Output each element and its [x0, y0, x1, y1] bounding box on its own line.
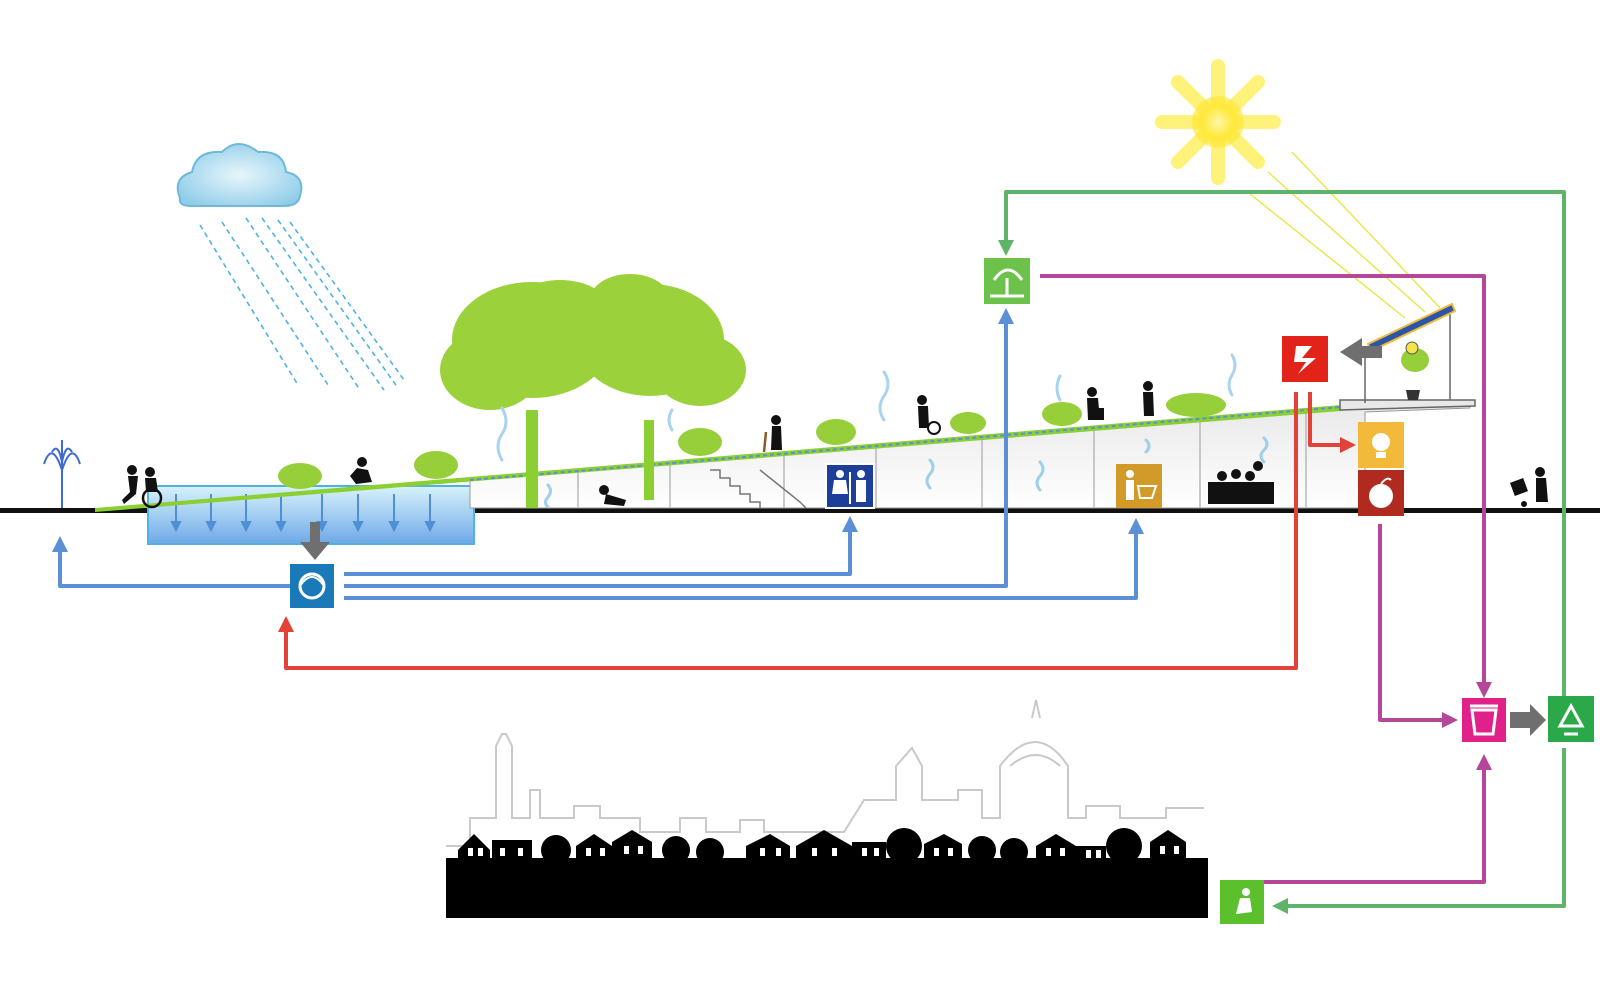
- green-roof: [95, 302, 1476, 512]
- recycle-icon: [1548, 696, 1594, 742]
- waste-arrowheads: [1442, 682, 1492, 770]
- lighting-icon: [1358, 422, 1404, 468]
- evaporation-arrows: [496, 353, 1237, 462]
- swing-child-icon: [599, 485, 626, 506]
- city-windows: [468, 846, 1179, 858]
- delivery-person-icon: [1510, 467, 1548, 507]
- waste-bin-icon: [1462, 698, 1506, 742]
- shrubs: [278, 348, 1429, 489]
- worker-person-icon: [1087, 387, 1104, 420]
- ground-line: [0, 508, 1600, 513]
- waste-flow-arrows: [1040, 274, 1486, 884]
- water-arrowheads: [52, 308, 1144, 552]
- gray-arrows: [300, 338, 1546, 736]
- power-icon: [1282, 336, 1328, 382]
- wheelchair-person-icon: [122, 465, 163, 509]
- water-flow-arrows: [58, 320, 1138, 600]
- energy-flow-arrows: [284, 392, 1344, 670]
- sunlight-rays: [1244, 151, 1441, 319]
- fountain-icon: [43, 440, 81, 508]
- gardener-person-icon: [350, 457, 372, 484]
- tree-icon: [440, 274, 746, 508]
- city-silhouette: [446, 828, 1208, 918]
- water-treatment-icon: [290, 564, 334, 608]
- compost-flow-arrows: [1004, 190, 1566, 908]
- people-silhouettes: [122, 381, 1548, 509]
- potted-plant-icon: [1406, 390, 1420, 400]
- lightbulb-icon: [1405, 341, 1419, 355]
- market-cart-icon: [1116, 464, 1162, 508]
- gardening-icon: [1220, 880, 1264, 924]
- energy-arrowheads: [278, 437, 1356, 632]
- compost-arrowheads: [998, 240, 1288, 914]
- market-stall-icon: [1208, 461, 1274, 504]
- cloud-icon: [176, 143, 303, 207]
- pruning-person-icon: [1143, 381, 1154, 416]
- sun-icon: [1155, 59, 1281, 185]
- greenhouse-garden-icon: [984, 258, 1030, 304]
- city-outline-historic: [446, 699, 1204, 847]
- elderly-person-icon: [762, 415, 782, 453]
- restroom-icon: [825, 463, 875, 509]
- food-icon: [1358, 470, 1404, 516]
- watering-person-icon: [917, 395, 941, 435]
- rain-icon: [199, 217, 405, 391]
